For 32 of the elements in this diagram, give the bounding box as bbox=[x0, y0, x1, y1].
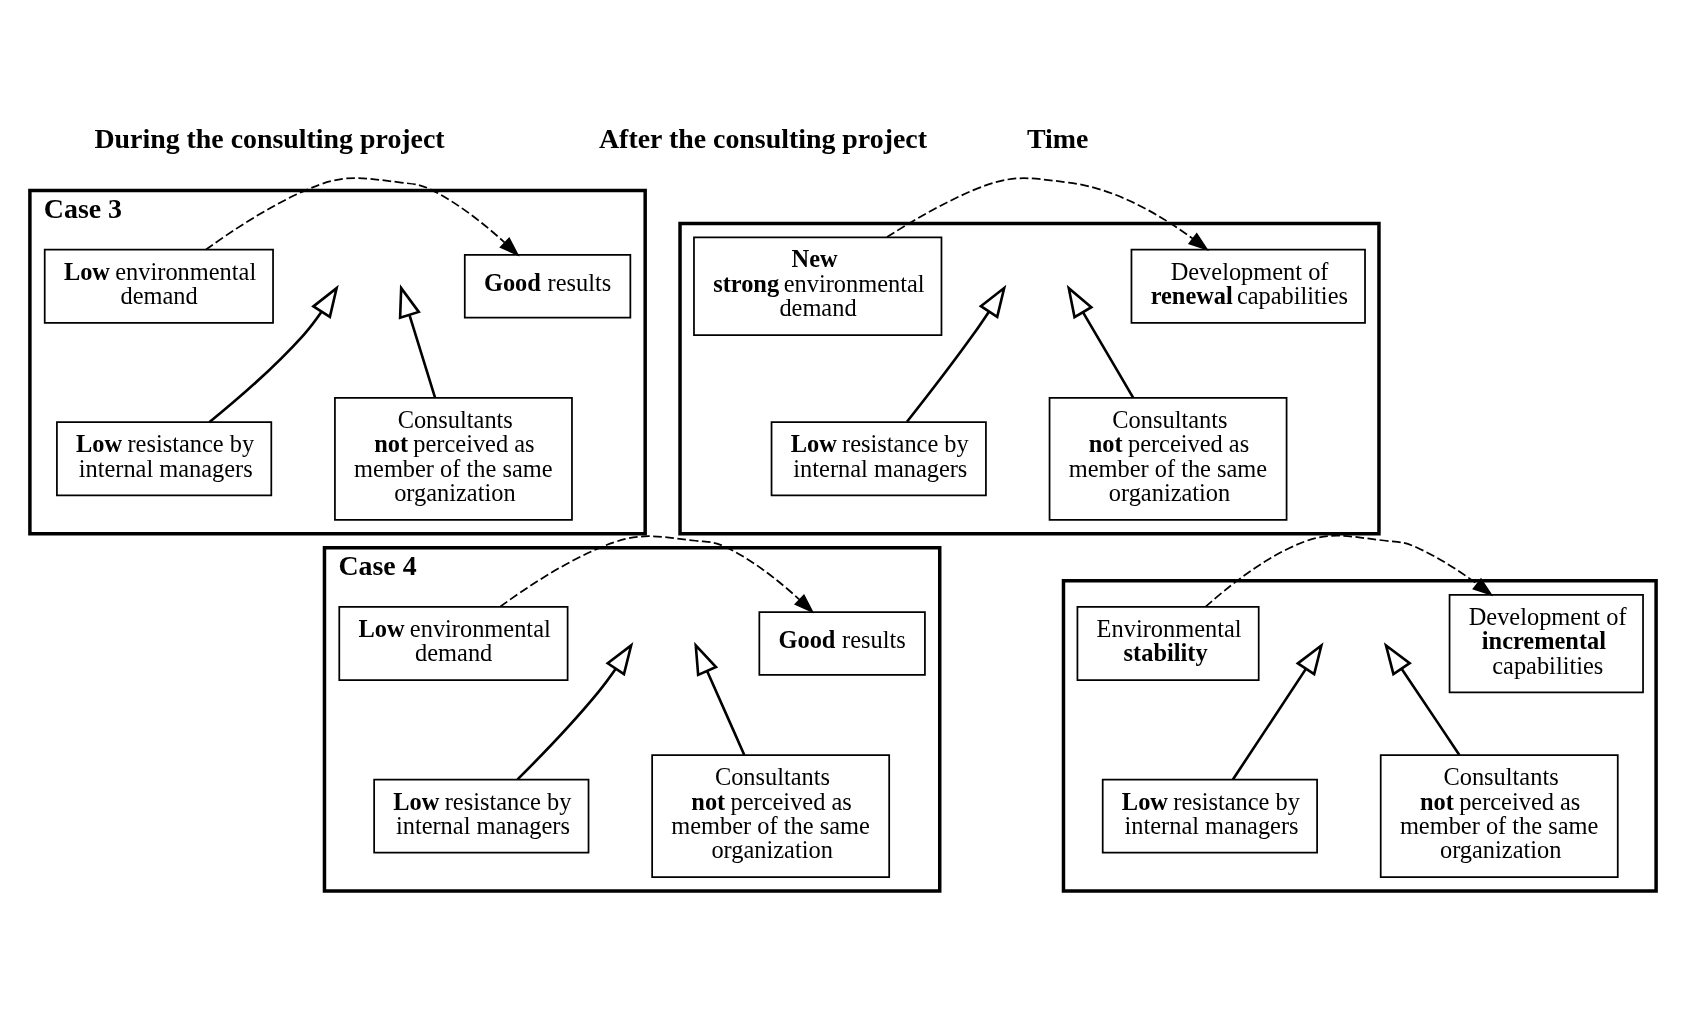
node-box: Low environmental demand bbox=[338, 606, 569, 682]
arrow bbox=[208, 284, 339, 424]
arrow bbox=[516, 642, 634, 781]
cluster bbox=[678, 221, 1381, 536]
node-box: Low resistance by internal managers bbox=[1101, 778, 1318, 854]
node-box: Low resistance by internal managers bbox=[770, 421, 987, 497]
arrow bbox=[1066, 284, 1135, 399]
label: After the consulting project bbox=[598, 123, 927, 155]
node-box: Low environmental demand bbox=[43, 248, 274, 324]
node-box: Low resistance by internal managers bbox=[56, 421, 273, 497]
arrow bbox=[905, 284, 1007, 423]
node-box: Good results bbox=[463, 254, 632, 319]
arrow bbox=[886, 177, 1209, 251]
arrow bbox=[205, 177, 520, 257]
node-box: Development of incremental capabilities bbox=[1448, 593, 1644, 694]
node-box: Consultants not perceived as member of the same organization bbox=[1379, 754, 1619, 878]
arrow bbox=[398, 284, 437, 398]
node-box: Good results bbox=[758, 611, 926, 676]
label: Time bbox=[1026, 123, 1089, 155]
label: During the consulting project bbox=[94, 123, 445, 155]
node-box: Consultants not perceived as member of the same organization bbox=[651, 754, 891, 878]
arrow bbox=[694, 641, 746, 756]
node-box: Consultants not perceived as member of the same organization bbox=[1048, 396, 1288, 521]
arrow bbox=[1383, 642, 1461, 756]
node-box: New strong environmental demand bbox=[693, 236, 943, 336]
arrow bbox=[1231, 642, 1324, 781]
node-box: Low resistance by internal managers bbox=[373, 778, 590, 854]
arrow bbox=[1204, 534, 1494, 608]
node-box: Environmental stability bbox=[1076, 606, 1260, 682]
node-box: Consultants not perceived as member of the same organization bbox=[334, 396, 573, 521]
arrow bbox=[499, 535, 815, 614]
node-box: Development of renewal capabilities bbox=[1130, 248, 1366, 324]
